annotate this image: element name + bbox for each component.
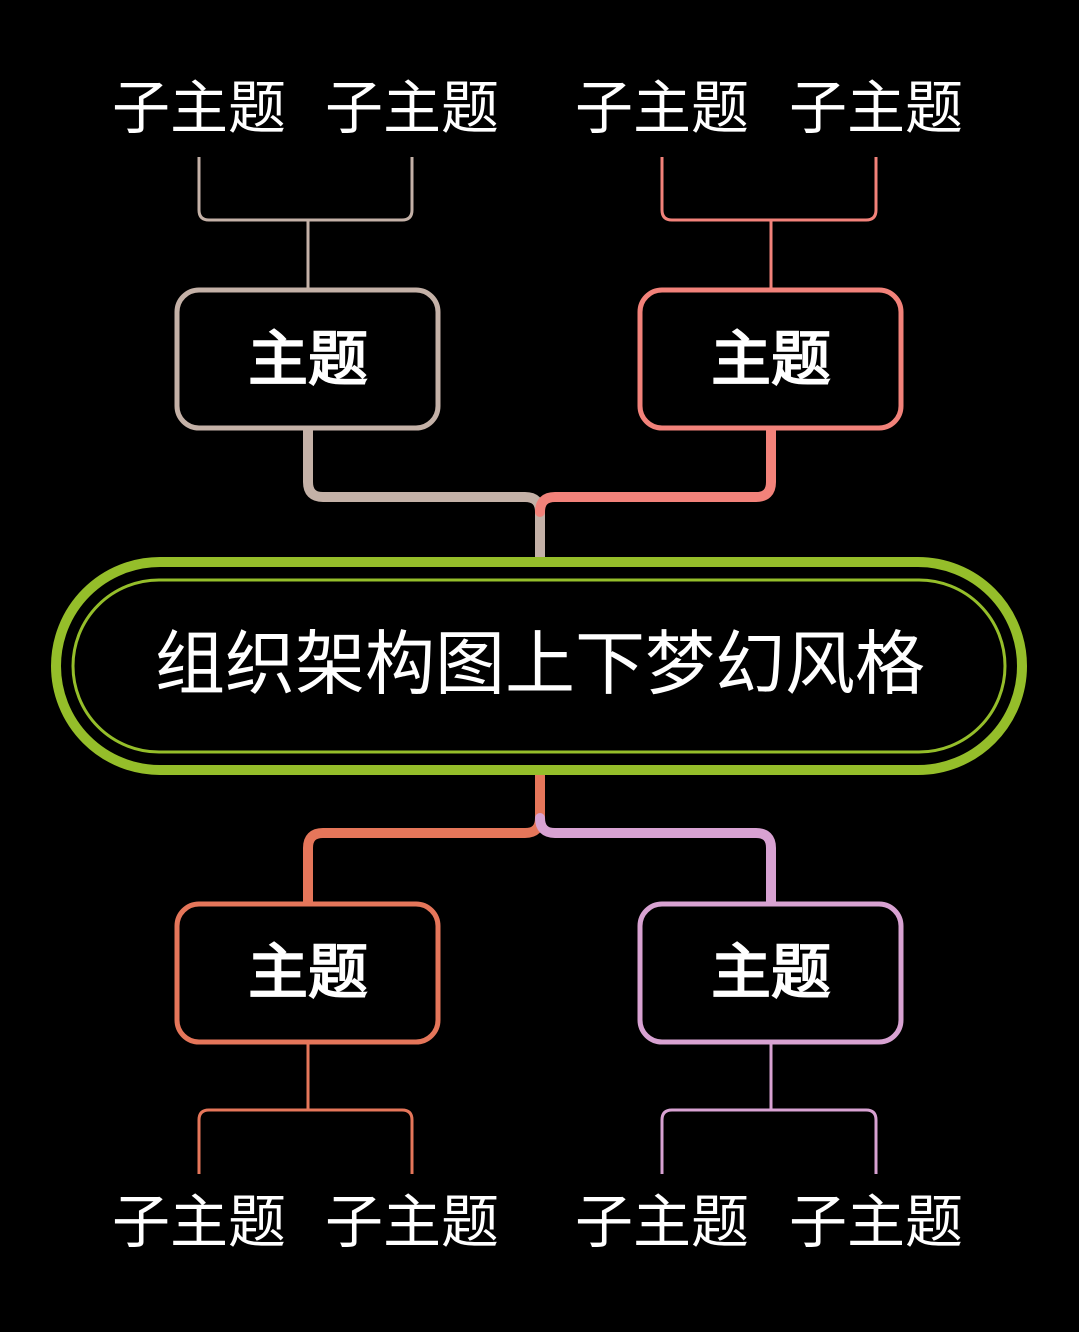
topic-node-bottom-right[interactable]: 主题 [637, 901, 904, 1045]
subtopic-top-left-2[interactable]: 子主题 [325, 74, 499, 142]
connector-bottom-right [535, 813, 776, 909]
subtopic-bracket-bottom-right [660, 1042, 878, 1174]
subtopic-bracket-top-right [660, 157, 878, 290]
topic-box-top-left [174, 287, 441, 431]
topic-label-top-right: 主题 [711, 325, 831, 395]
topic-box-bottom-right [637, 901, 904, 1045]
topic-label-bottom-right: 主题 [711, 938, 831, 1008]
root-outer-border [51, 557, 1027, 775]
connector-bottom-left [303, 767, 545, 909]
root-inner-border [71, 578, 1007, 754]
root-node[interactable]: 组织架构图上下梦幻风格 [51, 557, 1027, 775]
subtopic-top-right-1[interactable]: 子主题 [575, 74, 749, 142]
subtopic-top-left-1[interactable]: 子主题 [112, 74, 286, 142]
subtopic-bottom-left-2[interactable]: 子主题 [325, 1188, 499, 1256]
topic-node-top-left[interactable]: 主题 [174, 287, 441, 431]
subtopic-bottom-right-1[interactable]: 子主题 [575, 1188, 749, 1256]
topic-node-top-right[interactable]: 主题 [637, 287, 904, 431]
connector-top-right [535, 423, 776, 517]
topic-box-top-right [637, 287, 904, 431]
topic-label-bottom-left: 主题 [248, 938, 368, 1008]
subtopic-bottom-right-2[interactable]: 子主题 [789, 1188, 963, 1256]
topic-node-bottom-left[interactable]: 主题 [174, 901, 441, 1045]
root-label: 组织架构图上下梦幻风格 [155, 623, 925, 705]
subtopic-top-right-2[interactable]: 子主题 [789, 74, 963, 142]
subtopic-bracket-bottom-left [197, 1042, 414, 1174]
topic-box-bottom-left [174, 901, 441, 1045]
subtopic-bracket-top-left [197, 157, 414, 290]
topic-label-top-left: 主题 [248, 325, 368, 395]
connector-top-left [303, 423, 545, 565]
subtopic-bottom-left-1[interactable]: 子主题 [112, 1188, 286, 1256]
